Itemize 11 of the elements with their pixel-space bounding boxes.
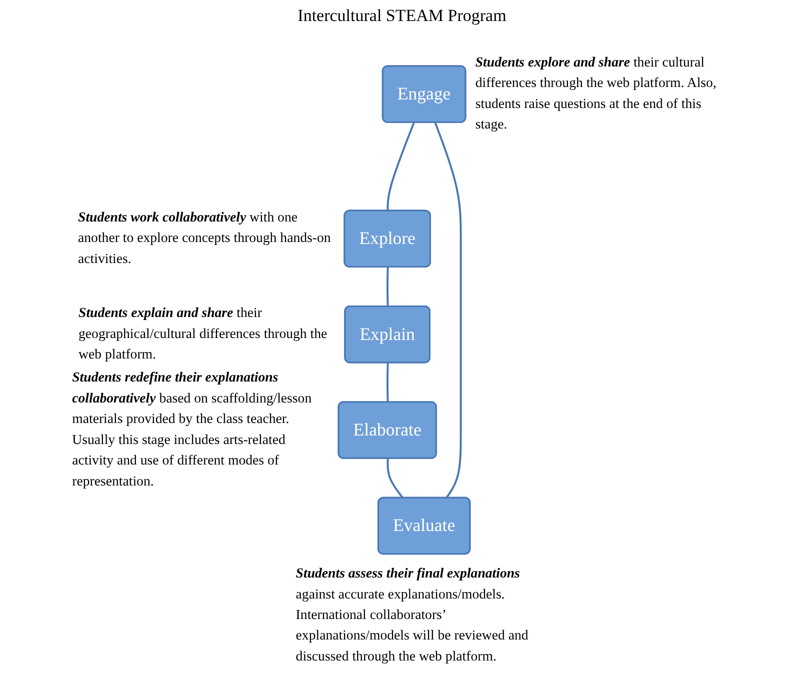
node-label: Students explore and share their cultural differences through the web platform. Also, students raise questions at the end of this stage. (475, 56, 716, 133)
node-label: Students redefine their explanations collaboratively based on scaffolding/lesson materials provided by the class teacher. Usually this stage includes arts-related activity and use of different modes of representation. (72, 370, 312, 490)
center-label: Intercultural STEAM Program (298, 6, 506, 26)
connector (434, 122, 462, 499)
connector (386, 122, 415, 212)
connector (386, 458, 404, 499)
node-label: Students work collaboratively with one another to explore concepts through hands-on activities. (78, 210, 331, 267)
node-label: Students explain and share their geographical/cultural differences through the web platform. (78, 306, 328, 362)
node-label: Students assess their final explanations against accurate explanations/models. International collaborators’ explanations/models will be reviewed and discussed through the web platform. (296, 566, 528, 664)
connector (386, 267, 389, 307)
connector (386, 362, 389, 402)
